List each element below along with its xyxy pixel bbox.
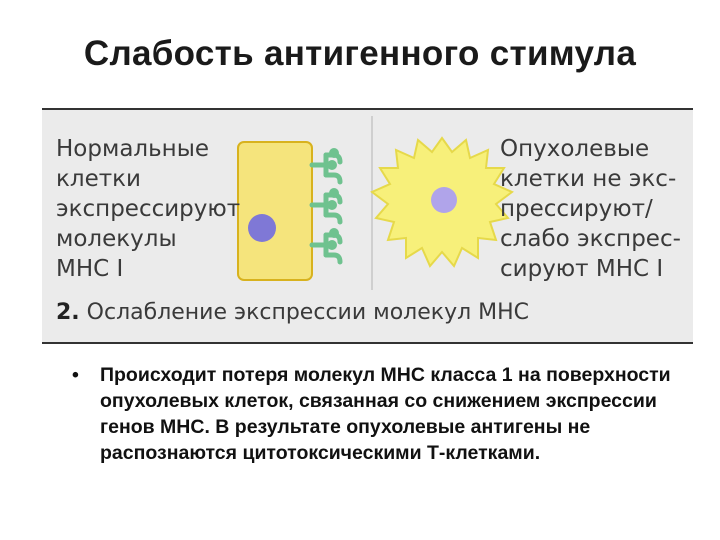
figure-panel: Нормальные клетки экспрессируют молекулы… (42, 108, 693, 344)
figure-caption-text: Ослабление экспрессии молекул МНС (86, 300, 530, 325)
normal-cell (237, 141, 313, 281)
mhc-molecule-icon (309, 188, 343, 225)
tumor-cell (370, 136, 514, 268)
tumor-nucleus-icon (431, 187, 457, 213)
bullet-text: Происходит потеря молекул МНС класса 1 н… (100, 364, 671, 464)
bullet-icon: • (72, 364, 79, 386)
mhc-molecule-icon (309, 148, 343, 185)
figure-caption: 2. Ослабление экспрессии молекул МНС (56, 300, 529, 325)
bullet-point: • Происходит потеря молекул МНС класса 1… (72, 362, 692, 466)
tumor-cells-label: Опухолевые клетки не экс- прессируют/ сл… (500, 136, 681, 282)
nucleus-icon (248, 214, 276, 242)
figure-illustration (237, 116, 514, 290)
mhc-molecules (309, 148, 343, 265)
figure-caption-number: 2. (56, 300, 80, 325)
slide-title: Слабость антигенного стимула (83, 34, 637, 73)
normal-cells-label: Нормальные клетки экспрессируют молекулы… (56, 136, 241, 282)
mhc-molecule-icon (309, 228, 343, 265)
